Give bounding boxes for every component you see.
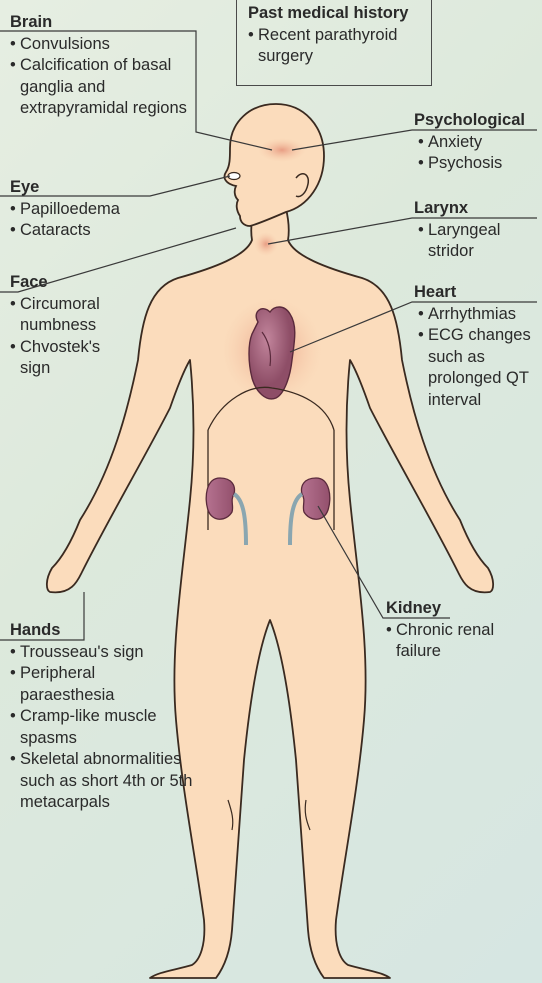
- eye-item: Cataracts: [10, 220, 170, 242]
- heart-title: Heart: [414, 282, 542, 304]
- psychological-item: Psychosis: [418, 153, 542, 175]
- kidney-left: [206, 478, 234, 519]
- hands-label: Hands Trousseau's sign Peripheral paraes…: [10, 620, 188, 814]
- eye-item: Papilloedema: [10, 199, 170, 221]
- brain-title: Brain: [10, 12, 180, 34]
- heart-item: ECG changes such as prolonged QT interva…: [418, 325, 542, 411]
- heart-item: Arrhythmias: [418, 304, 542, 326]
- psychological-item: Anxiety: [418, 132, 542, 154]
- heart-label: Heart Arrhythmias ECG changes such as pr…: [414, 282, 542, 411]
- face-label: Face Circumoral numbness Chvostek's sign: [10, 272, 120, 380]
- hands-item: Trousseau's sign: [10, 642, 188, 664]
- face-item: Circumoral numbness: [10, 294, 120, 337]
- larynx-label: Larynx Laryngeal stridor: [414, 198, 524, 263]
- brain-label: Brain Convulsions Calcification of basal…: [10, 12, 180, 120]
- kidney-right: [302, 478, 330, 519]
- face-title: Face: [10, 272, 120, 294]
- hands-item: Cramp-like muscle spasms: [10, 706, 190, 749]
- kidney-title: Kidney: [386, 598, 526, 620]
- kidney-item: Chronic renal failure: [386, 620, 520, 663]
- psychological-title: Psychological: [414, 110, 542, 132]
- hands-item: Peripheral paraesthesia: [10, 663, 140, 706]
- psychological-label: Psychological Anxiety Psychosis: [414, 110, 542, 175]
- history-label: Past medical history Recent parathyroid …: [248, 3, 430, 68]
- brain-item: Convulsions: [10, 34, 180, 56]
- hands-item: Skeletal abnormalities such as short 4th…: [10, 749, 196, 814]
- history-title: Past medical history: [248, 3, 430, 25]
- brain-item: Calcification of basal ganglia and extra…: [10, 55, 190, 120]
- hands-title: Hands: [10, 620, 188, 642]
- larynx-title: Larynx: [414, 198, 524, 220]
- head-outline: [224, 104, 324, 226]
- history-item: Recent parathyroid surgery: [248, 25, 430, 68]
- face-item: Chvostek's sign: [10, 337, 120, 380]
- eye-title: Eye: [10, 177, 170, 199]
- kidney-label: Kidney Chronic renal failure: [386, 598, 526, 663]
- eye-label: Eye Papilloedema Cataracts: [10, 177, 170, 242]
- larynx-item: Laryngeal stridor: [418, 220, 512, 263]
